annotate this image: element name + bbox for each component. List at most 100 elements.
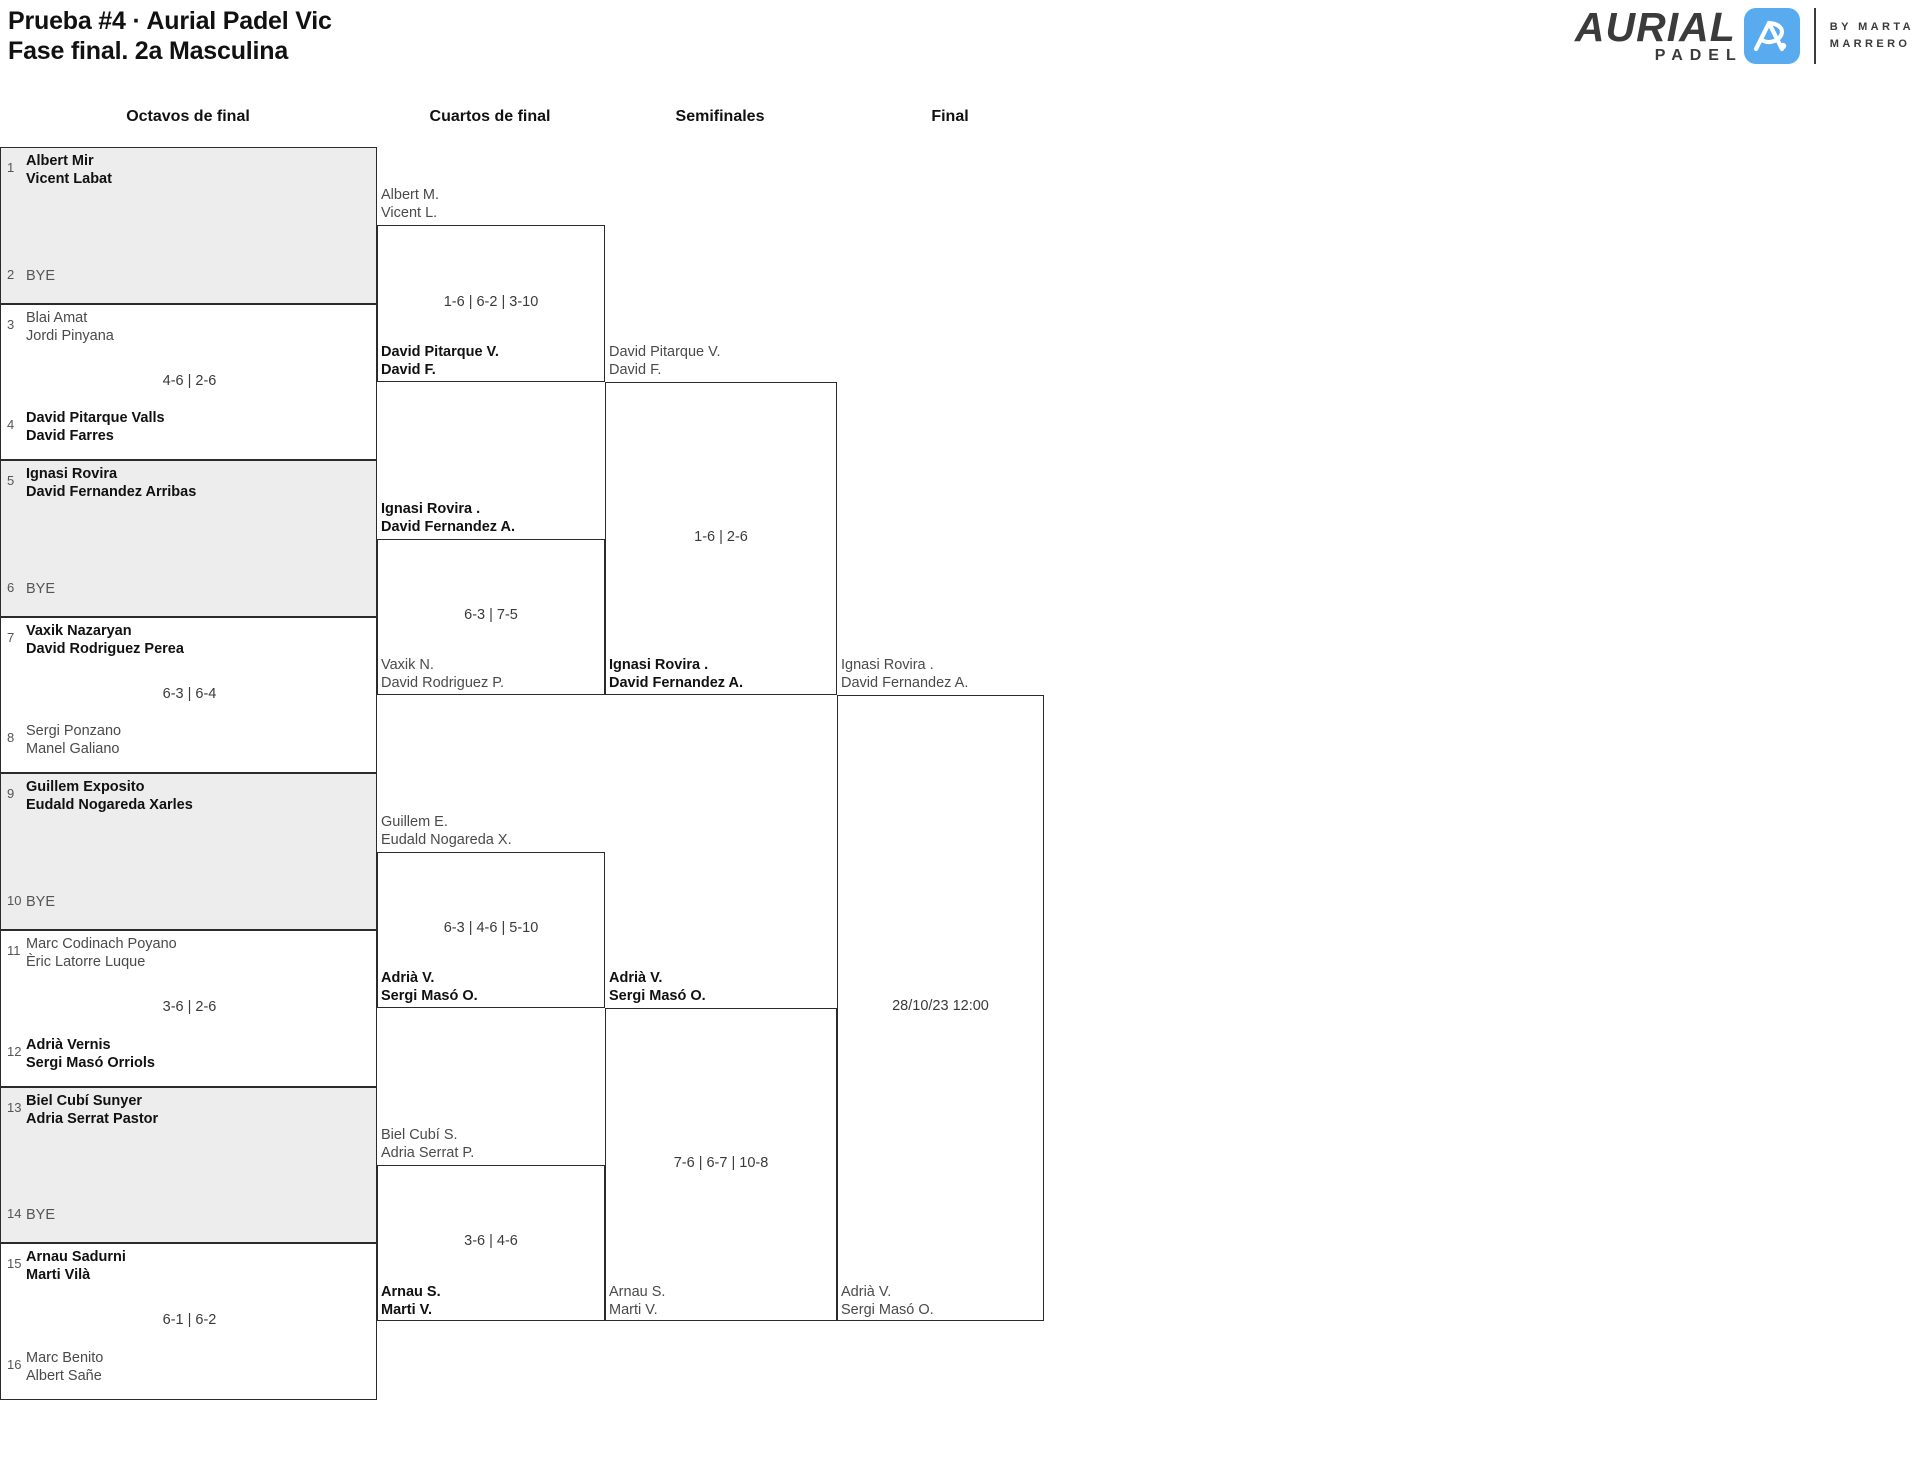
round4-player-name: Ignasi Rovira . <box>841 657 934 674</box>
round3-player-name: Ignasi Rovira . <box>609 657 709 674</box>
page-title: Prueba #4 · Aurial Padel Vic Fase final.… <box>8 6 332 66</box>
title-line-1: Prueba #4 · Aurial Padel Vic <box>8 7 332 35</box>
round4-match-1[interactable] <box>837 695 1044 1322</box>
round2-player-name: Arnau S. <box>381 1283 441 1300</box>
r1-player-name: Vicent Labat <box>26 171 112 187</box>
r1-player-name: Guillem Exposito <box>26 779 145 796</box>
round2-match-2[interactable] <box>377 538 605 696</box>
round-header-4: Final <box>931 108 969 125</box>
r1-seed-5: 5 <box>7 473 15 489</box>
r1-player-name: Marti Vilà <box>26 1267 91 1284</box>
r1-seed-16: 16 <box>7 1356 22 1372</box>
round2-player-name: David Fernandez A. <box>381 518 516 535</box>
round4-player-name: Adrià V. <box>841 1283 892 1300</box>
round4-player-name: Sergi Masó O. <box>841 1301 934 1318</box>
r1-seed-11: 11 <box>7 943 21 958</box>
round2-player-name: Biel Cubí S. <box>381 1126 458 1143</box>
round2-player-name: David F. <box>381 361 436 378</box>
r1-seed-15: 15 <box>7 1256 22 1272</box>
r1-player-name: Eudald Nogareda Xarles <box>26 797 193 814</box>
round2-player-name: Vaxik N. <box>381 657 434 674</box>
round2-score: 1-6 | 6-2 | 3-10 <box>443 293 539 310</box>
logo-byline-2: MARRERO <box>1829 38 1911 50</box>
round3-player-name: David Fernandez A. <box>609 675 744 692</box>
r1-player-name: Vaxik Nazaryan <box>26 622 132 639</box>
round-header-2: Cuartos de final <box>429 108 551 125</box>
r1-player-name: Adria Serrat Pastor <box>26 1110 159 1127</box>
r1-player-name: David Rodriguez Perea <box>26 640 184 657</box>
round2-match-4[interactable] <box>377 1164 605 1322</box>
round2-player-name: Sergi Masó O. <box>381 988 478 1005</box>
r1-player-name: Albert Mir <box>26 153 94 169</box>
round2-match-3[interactable] <box>377 851 605 1009</box>
round2-player-name: Guillem E. <box>381 813 448 830</box>
r1-player-name: Arnau Sadurni <box>26 1249 126 1266</box>
round-header-3: Semifinales <box>675 108 765 125</box>
r1-seed-9: 9 <box>7 786 15 802</box>
round3-player-name: Adrià V. <box>609 970 663 987</box>
r1-seed-13: 13 <box>7 1099 22 1115</box>
r1-score: 6-1 | 6-2 <box>162 1312 217 1329</box>
logo-divider <box>1813 8 1816 64</box>
logo-aurial-text: AURIAL <box>1574 4 1736 50</box>
round3-match-2[interactable] <box>605 1008 837 1322</box>
round3-player-name: Sergi Masó O. <box>609 988 706 1005</box>
r1-player-name: Manel Galiano <box>26 741 120 758</box>
round2-score: 6-3 | 4-6 | 5-10 <box>443 920 539 936</box>
r1-player-name: David Farres <box>26 428 114 445</box>
round2-player-name: Marti V. <box>381 1301 433 1318</box>
round2-player-name: Vicent L. <box>381 205 438 222</box>
round2-player-name: David Rodriguez P. <box>381 675 505 692</box>
title-line-2: Fase final. 2a Masculina <box>8 37 289 65</box>
logo-padel-text: PADEL <box>1654 47 1743 64</box>
r1-seed-2: 2 <box>7 266 15 282</box>
r1-seed-14: 14 <box>7 1206 22 1222</box>
r1-player-name: Marc Benito <box>26 1349 104 1366</box>
r1-player-name: David Pitarque Valls <box>26 410 165 427</box>
aurial-padel-logo: AURIAL PADEL BY MARTA MARRERO <box>1575 5 1914 67</box>
r1-score: 6-3 | 6-4 <box>162 686 217 703</box>
r1-player-name: Ignasi Rovira <box>26 466 118 483</box>
r1-player-name: Marc Codinach Poyano <box>26 936 177 952</box>
r1-player-name: Biel Cubí Sunyer <box>26 1092 143 1109</box>
r1-team-bye: BYE <box>26 580 56 597</box>
r1-player-name: Èric Latorre Luque <box>26 954 146 970</box>
round3-match-1[interactable] <box>605 381 837 696</box>
r1-player-name: Adrià Vernis <box>26 1036 111 1053</box>
r1-player-name: Sergi Masó Orriols <box>26 1054 155 1071</box>
r1-player-name: Jordi Pinyana <box>26 327 114 344</box>
round4-score: 28/10/23 12:00 <box>892 998 989 1015</box>
r1-team-bye: BYE <box>26 1207 56 1224</box>
round2-player-name: Albert M. <box>381 187 440 204</box>
round2-match-1[interactable] <box>377 225 605 382</box>
r1-team-bye: BYE <box>26 893 56 910</box>
round3-score: 1-6 | 2-6 <box>694 528 748 545</box>
logo-byline: BY MARTA MARRERO <box>1830 19 1914 53</box>
page-header: Prueba #4 · Aurial Padel Vic Fase final.… <box>0 0 1920 86</box>
r1-seed-8: 8 <box>7 730 15 746</box>
r1-seed-10: 10 <box>7 892 22 908</box>
ap-monogram-glyph <box>1753 20 1786 52</box>
r1-score: 4-6 | 2-6 <box>162 372 217 389</box>
round2-player-name: Ignasi Rovira . <box>381 500 481 517</box>
round2-player-name: Adria Serrat P. <box>381 1144 475 1161</box>
ap-monogram-icon <box>1743 8 1800 64</box>
r1-player-name: David Fernandez Arribas <box>26 484 197 501</box>
round-header-1: Octavos de final <box>126 108 250 125</box>
round3-player-name: Marti V. <box>609 1301 658 1318</box>
round4-player-name: David Fernandez A. <box>841 675 969 692</box>
round2-player-name: David Pitarque V. <box>381 343 499 360</box>
logo-wordmark: AURIAL PADEL <box>1575 7 1736 65</box>
r1-seed-1: 1 <box>7 160 15 175</box>
round3-player-name: Arnau S. <box>609 1283 666 1300</box>
r1-player-name: Sergi Ponzano <box>26 723 122 740</box>
